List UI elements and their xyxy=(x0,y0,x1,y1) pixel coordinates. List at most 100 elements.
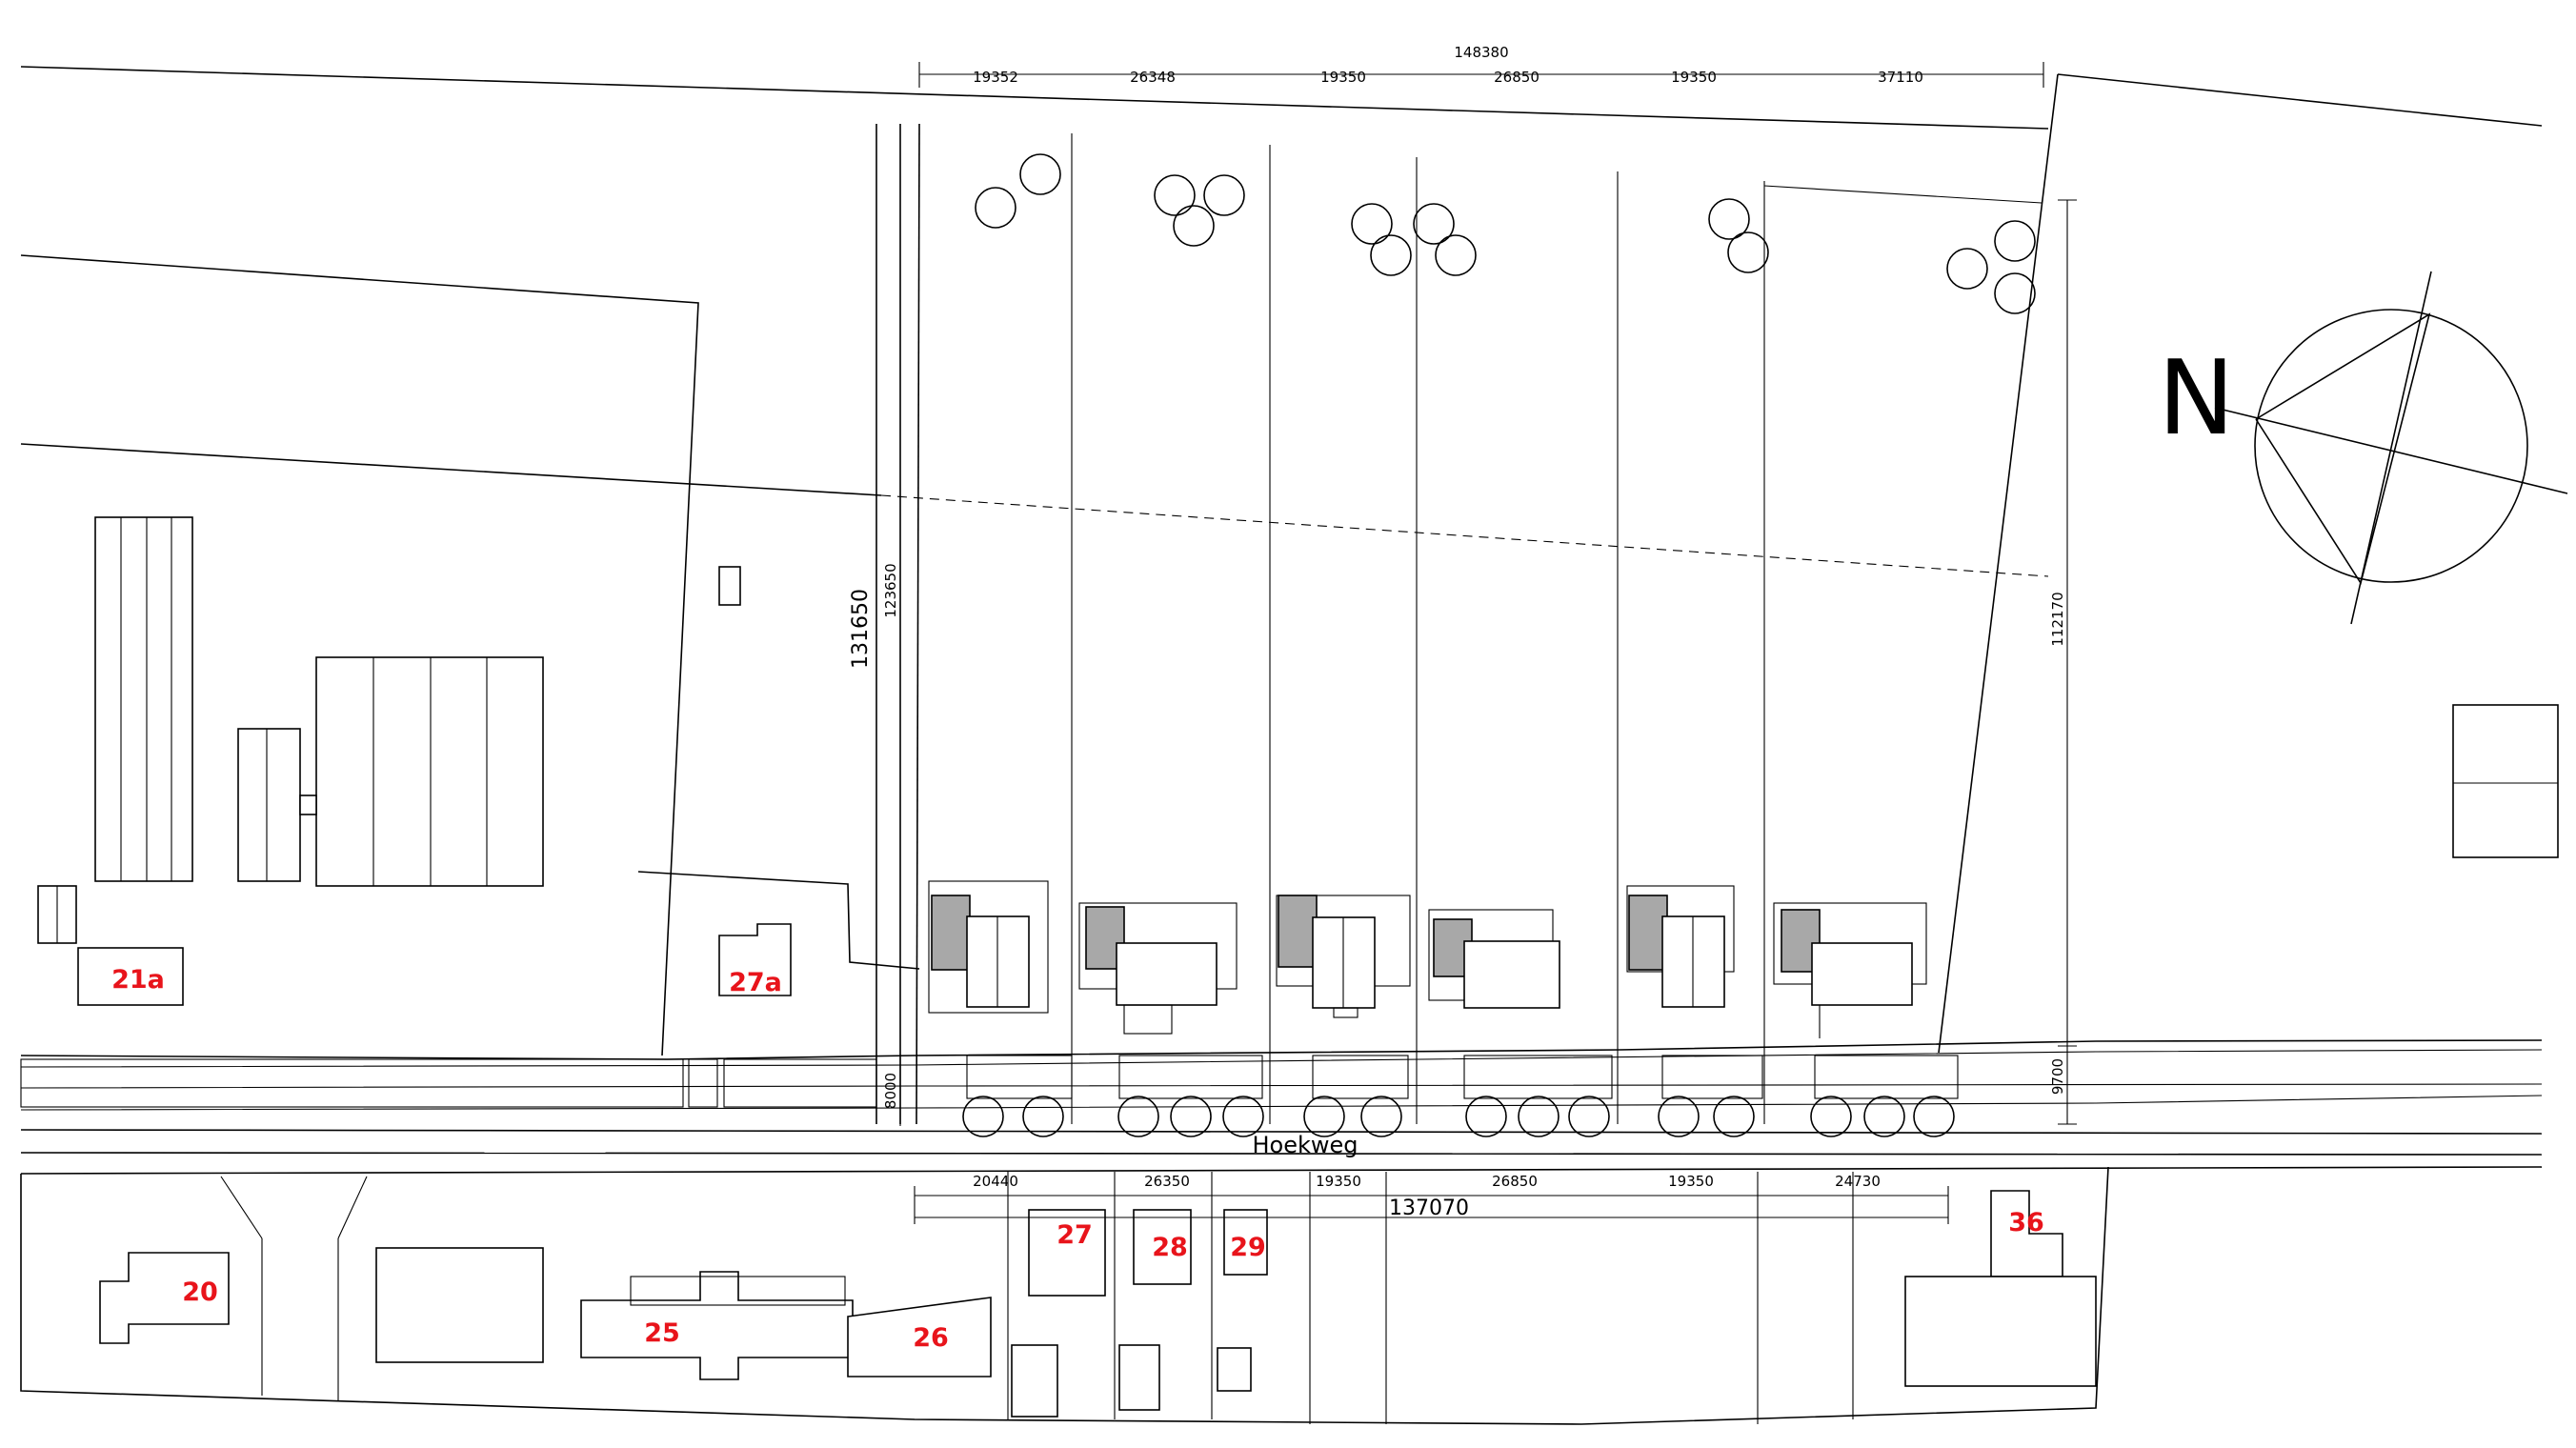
street-tree xyxy=(1170,1096,1212,1137)
top-boundary-line xyxy=(20,66,2049,130)
dim-top-seg-1: 19352 xyxy=(973,69,1018,86)
tree xyxy=(1351,203,1393,245)
street-tree xyxy=(1465,1096,1507,1137)
label-26: 26 xyxy=(913,1323,949,1353)
road-kerb-north-3 xyxy=(20,1095,2543,1111)
tree xyxy=(1019,153,1061,195)
street-tree xyxy=(1222,1096,1264,1137)
tree xyxy=(1154,174,1196,216)
dim-bottom-seg-4: 26850 xyxy=(1492,1173,1538,1190)
street-tree xyxy=(1518,1096,1560,1137)
shed-29 xyxy=(1217,1347,1252,1392)
access-strip-line-3 xyxy=(916,123,920,1125)
kerb-block-1 xyxy=(20,1058,684,1108)
label-29: 29 xyxy=(1230,1233,1266,1262)
street-tree xyxy=(1810,1096,1852,1137)
road-edge-south xyxy=(20,1166,2543,1175)
label-28: 28 xyxy=(1152,1233,1188,1262)
dim-right-depth: 112170 xyxy=(2049,592,2066,646)
house-2 xyxy=(1116,942,1218,1006)
street-tree xyxy=(1863,1096,1905,1137)
dim-bottom-seg-2: 26350 xyxy=(1144,1173,1190,1190)
tree xyxy=(1203,174,1245,216)
house-2-front-garden xyxy=(1118,1055,1263,1099)
house-4 xyxy=(1463,940,1560,1009)
building-27 xyxy=(1028,1209,1106,1297)
dim-top-seg-5: 19350 xyxy=(1671,69,1717,86)
street-tree xyxy=(1713,1096,1755,1137)
dim-top-total: 148380 xyxy=(1454,44,1508,61)
building-26 xyxy=(847,1297,992,1378)
tree xyxy=(1173,205,1215,247)
road-edge-centre-2 xyxy=(20,1152,2543,1156)
parcel-line-27a xyxy=(637,871,920,970)
house-3-front-garden xyxy=(1312,1055,1409,1099)
parcel-line-upper-left xyxy=(20,254,699,1056)
south-side xyxy=(20,704,2559,1425)
left-buildings xyxy=(37,516,792,1006)
north-label: N xyxy=(2158,339,2235,458)
road-kerb-north-1 xyxy=(20,1049,2543,1068)
new-houses xyxy=(928,880,1959,1099)
parcel-line-mid-left xyxy=(20,443,882,496)
dimensions-bottom: 20440 26350 19350 26850 19350 24730 1370… xyxy=(914,1173,1949,1224)
house-1-shed xyxy=(931,895,971,971)
dim-top-seg-4: 26850 xyxy=(1494,69,1540,86)
street-tree xyxy=(1568,1096,1610,1137)
building-25-roof xyxy=(630,1276,846,1306)
dim-bottom-seg-6: 24730 xyxy=(1835,1173,1881,1190)
road-kerb-north-2 xyxy=(20,1083,2543,1089)
barn-right xyxy=(1904,1276,2097,1387)
compass-circle xyxy=(2254,309,2528,583)
shed-block-small xyxy=(237,728,301,882)
greenhouse-block-1 xyxy=(94,516,193,882)
tree xyxy=(1413,203,1455,245)
street-tree xyxy=(1022,1096,1064,1137)
dim-left-outer: 131650 xyxy=(849,589,873,669)
house-number-labels: 21a 27a 20 25 26 27 28 29 36 xyxy=(111,965,2044,1353)
kerb-block-2 xyxy=(688,1058,718,1108)
label-25: 25 xyxy=(644,1318,680,1348)
dimensions-left: 131650 123650 8000 xyxy=(849,563,901,1126)
compass-triangle xyxy=(2255,312,2431,585)
label-20: 20 xyxy=(182,1277,218,1307)
house-3-entry xyxy=(1333,1007,1358,1018)
label-36: 36 xyxy=(2008,1208,2044,1237)
street-trees xyxy=(962,1096,1955,1137)
dim-bottom-seg-5: 19350 xyxy=(1668,1173,1714,1190)
label-21a: 21a xyxy=(111,965,165,995)
street-tree xyxy=(1658,1096,1700,1137)
street-name: Hoekweg xyxy=(1252,1132,1358,1158)
house-6-front-garden xyxy=(1814,1055,1959,1099)
dim-left-setback: 8000 xyxy=(882,1073,899,1109)
building-28 xyxy=(1133,1209,1192,1285)
dim-top-seg-2: 26348 xyxy=(1130,69,1176,86)
tree xyxy=(1994,272,2036,314)
dim-top-seg-3: 19350 xyxy=(1320,69,1366,86)
greenhouse-block-2 xyxy=(315,656,544,887)
house-5-front-garden xyxy=(1661,1055,1763,1099)
rear-trees xyxy=(975,153,2036,314)
dim-bottom-seg-3: 19350 xyxy=(1316,1173,1361,1190)
shed-27 xyxy=(1011,1344,1058,1418)
dim-top-seg-6: 37110 xyxy=(1878,69,1923,86)
right-boundary-line xyxy=(1938,73,2059,1054)
road xyxy=(20,1039,2543,1175)
dim-bottom-seg-1: 20440 xyxy=(973,1173,1018,1190)
house-6 xyxy=(1811,942,1913,1006)
dimensions-top: 148380 19352 26348 19350 26850 19350 371… xyxy=(918,44,2044,88)
street-tree xyxy=(1360,1096,1402,1137)
dim-bottom-total: 137070 xyxy=(1389,1197,1469,1220)
road-edge-centre-1 xyxy=(20,1129,2543,1135)
house-2-entry xyxy=(1123,1004,1173,1035)
south-lane-3 xyxy=(337,1176,368,1239)
tree xyxy=(1727,231,1769,273)
building-29 xyxy=(1223,1209,1268,1276)
house-3-shed xyxy=(1278,895,1318,968)
tree xyxy=(1994,220,2036,262)
tree xyxy=(1708,198,1750,240)
tree xyxy=(1435,234,1477,276)
tree xyxy=(1370,234,1412,276)
street-tree xyxy=(1303,1096,1345,1137)
